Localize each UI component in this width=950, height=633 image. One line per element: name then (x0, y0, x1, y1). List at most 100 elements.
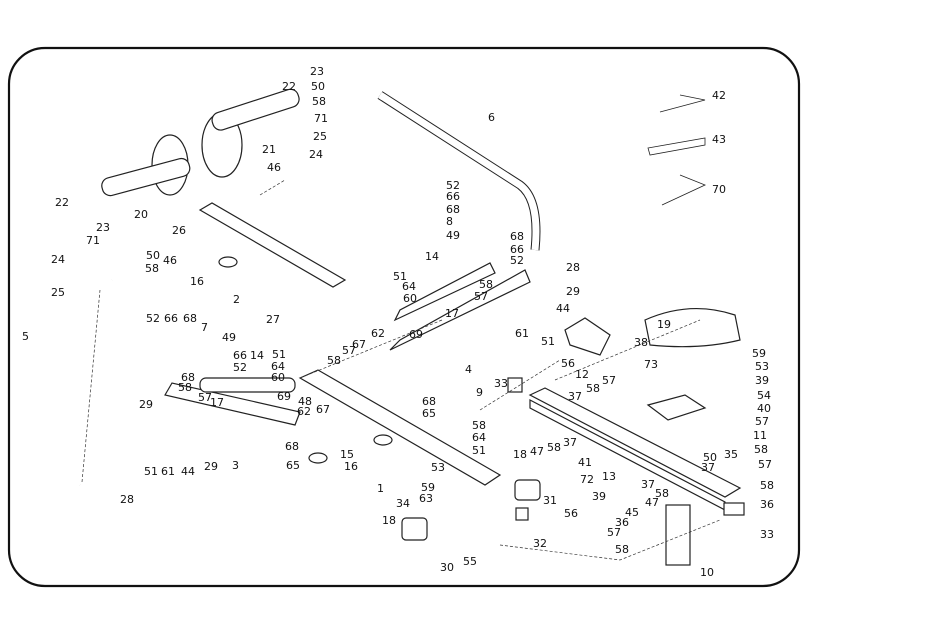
cylinder-14-left (199, 377, 296, 393)
part-label-45: 45 (625, 506, 639, 519)
part-label-29: 29 (139, 398, 153, 411)
part-label-27: 27 (266, 313, 280, 326)
part-label-67: 67 (352, 338, 366, 351)
cap-32 (515, 507, 529, 521)
monitor (564, 317, 611, 356)
wrench-43 (647, 137, 706, 156)
part-label-12: 12 (575, 368, 589, 381)
part-label-19: 19 (657, 318, 671, 331)
part-label-2: 2 (233, 293, 240, 306)
carriage (646, 394, 707, 421)
part-label-51: 51 (472, 444, 486, 457)
part-label-60: 60 (271, 371, 285, 384)
part-label-68: 68 (510, 230, 524, 243)
part-label-10: 10 (700, 566, 714, 579)
part-label-13: 13 (602, 470, 616, 483)
part-label-8: 8 (446, 215, 453, 228)
part-label-40: 40 (757, 402, 771, 415)
part-label-58: 58 (472, 419, 486, 432)
part-label-71: 71 (86, 234, 100, 247)
part-label-46: 46 (267, 161, 281, 174)
front-frame-tube (298, 369, 502, 486)
part-label-31: 31 (543, 494, 557, 507)
foot-bar-22b (211, 88, 300, 131)
part-label-53: 53 (431, 461, 445, 474)
part-label-58: 58 (547, 441, 561, 454)
part-label-37: 37 (641, 478, 655, 491)
part-label-71: 71 (314, 112, 328, 125)
main-rail-side (529, 399, 726, 511)
part-label-33: 33 (494, 377, 508, 390)
part-label-57: 57 (474, 290, 488, 303)
part-label-51: 51 (541, 335, 555, 348)
part-label-36: 36 (760, 498, 774, 511)
part-label-17: 17 (210, 396, 224, 409)
seat (644, 308, 741, 348)
part-label-59: 59 (421, 481, 435, 494)
part-label-5: 5 (22, 330, 29, 343)
part-label-62: 62 (371, 327, 385, 340)
allen-keys (659, 94, 707, 206)
part-label-52: 52 (233, 361, 247, 374)
part-label-72: 72 (580, 473, 594, 486)
part-label-18: 18 (513, 448, 527, 461)
part-label-24: 24 (309, 148, 323, 161)
part-label-58: 58 (178, 381, 192, 394)
part-label-66: 66 (233, 349, 247, 362)
part-label-25: 25 (51, 286, 65, 299)
main-rail (528, 387, 742, 498)
part-label-3: 3 (232, 459, 239, 472)
part-label-65: 65 (422, 407, 436, 420)
part-label-57: 57 (758, 458, 772, 471)
part-label-68: 68 (183, 312, 197, 325)
rear-stabilizer (198, 202, 347, 288)
part-label-20: 20 (134, 208, 148, 221)
foot-16b (373, 434, 393, 446)
part-label-37: 37 (701, 461, 715, 474)
part-label-38: 38 (634, 336, 648, 349)
part-label-58: 58 (655, 487, 669, 500)
part-label-52: 52 (510, 254, 524, 267)
part-label-49: 49 (222, 331, 236, 344)
part-label-66: 66 (164, 312, 178, 325)
part-label-61: 61 (161, 465, 175, 478)
part-label-37: 37 (563, 436, 577, 449)
part-label-68: 68 (285, 440, 299, 453)
part-label-63: 63 (419, 492, 433, 505)
part-label-62: 62 (297, 405, 311, 418)
part-label-53: 53 (755, 360, 769, 373)
part-label-47: 47 (645, 496, 659, 509)
foot-bar-22 (101, 157, 191, 197)
part-label-47: 47 (530, 445, 544, 458)
part-label-11: 11 (753, 429, 767, 442)
part-label-69: 69 (277, 390, 291, 403)
part-label-58: 58 (754, 443, 768, 456)
part-label-18: 18 (382, 514, 396, 527)
parts-drawing (49, 88, 745, 566)
part-label-44: 44 (181, 465, 195, 478)
part-label-57: 57 (607, 526, 621, 539)
part-label-16: 16 (344, 460, 358, 473)
part-label-24: 24 (51, 253, 65, 266)
part-label-22: 22 (282, 80, 296, 93)
part-label-50: 50 (146, 249, 160, 262)
part-label-58: 58 (479, 278, 493, 291)
part-label-50: 50 (703, 451, 717, 464)
part-label-44: 44 (556, 302, 570, 315)
part-label-26: 26 (172, 224, 186, 237)
part-label-6: 6 (488, 111, 495, 124)
part-label-39: 39 (755, 374, 769, 387)
diagram-border (7, 46, 801, 588)
foot-16a (218, 256, 238, 268)
part-label-54: 54 (757, 389, 771, 402)
end-cap-30 (401, 517, 428, 541)
part-label-65: 65 (286, 459, 300, 472)
part-label-66: 66 (510, 243, 524, 256)
part-label-68: 68 (422, 395, 436, 408)
part-label-16: 16 (190, 275, 204, 288)
part-label-43: 43 (712, 133, 726, 146)
handle-6 (377, 91, 541, 251)
part-label-57: 57 (602, 374, 616, 387)
part-label-23: 23 (310, 65, 324, 78)
part-label-58: 58 (586, 382, 600, 395)
